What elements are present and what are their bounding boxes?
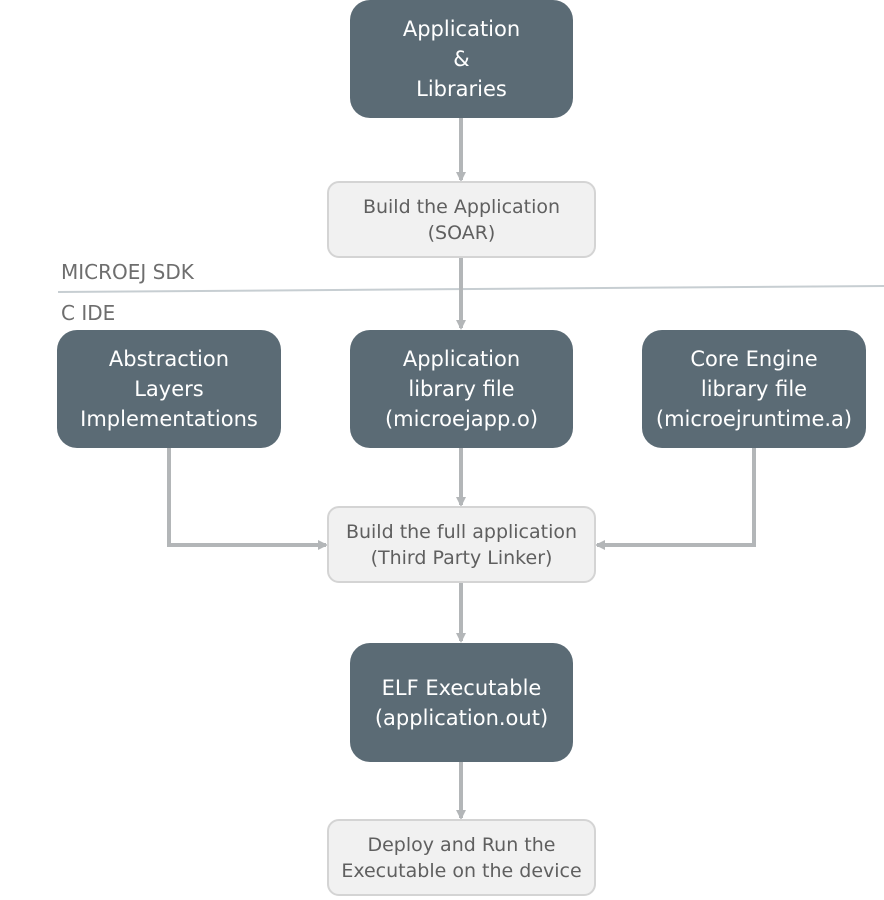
node-build-application-label: Build the Application (SOAR) <box>362 195 561 244</box>
node-abstraction-layers: Abstraction Layers Implementations <box>57 330 281 448</box>
node-elf-executable: ELF Executable (application.out) <box>350 643 573 762</box>
node-build-full-application: Build the full application (Third Party … <box>327 506 596 583</box>
zone-separator-line <box>57 285 884 293</box>
zone-label-c-ide: C IDE <box>61 301 116 325</box>
node-application-libraries: Application & Libraries <box>350 0 573 118</box>
node-deploy-run: Deploy and Run the Executable on the dev… <box>327 819 596 896</box>
node-deploy-run-label: Deploy and Run the Executable on the dev… <box>341 833 582 882</box>
node-core-engine-library-file-label: Core Engine library file (microejruntime… <box>655 347 853 431</box>
node-elf-executable-label: ELF Executable (application.out) <box>374 675 549 730</box>
node-core-engine-library-file: Core Engine library file (microejruntime… <box>642 330 866 448</box>
arrow-core-to-buildfull <box>595 448 756 550</box>
arrow-abstraction-to-buildfull <box>167 448 328 550</box>
node-build-application: Build the Application (SOAR) <box>327 181 596 258</box>
node-application-library-file-label: Application library file (microejapp.o) <box>384 347 539 431</box>
node-application-library-file: Application library file (microejapp.o) <box>350 330 573 448</box>
zone-label-sdk: MICROEJ SDK <box>61 260 194 284</box>
node-build-full-application-label: Build the full application (Third Party … <box>345 520 578 569</box>
node-application-libraries-label: Application & Libraries <box>402 17 521 101</box>
node-abstraction-layers-label: Abstraction Layers Implementations <box>80 347 258 431</box>
